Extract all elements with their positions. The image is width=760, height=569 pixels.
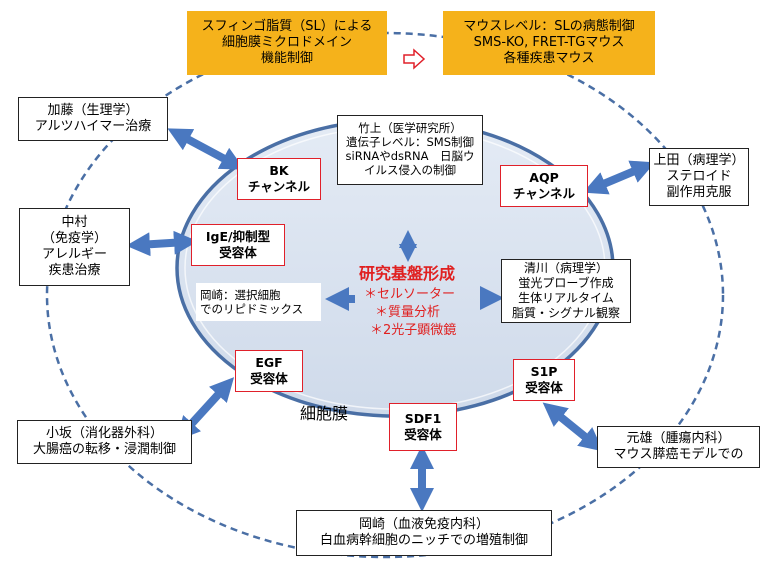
egf-line-1: EGF [255, 355, 283, 371]
sdf1-line-1: SDF1 [404, 411, 442, 427]
center-item-cell-sorter: ＊セルソーター [364, 287, 456, 302]
kosaka-line-2: 大腸癌の転移・浸潤制御 [32, 442, 176, 457]
top-right-box: マウスレベル：SLの病態制御 SMS-KO, FRET-TGマウス 各種疾患マウ… [443, 11, 655, 75]
ige-line-1: IgE/抑制型 [205, 229, 271, 245]
top-left-line-1: スフィンゴ脂質（SL）による [201, 18, 373, 34]
top-left-line-2: 細胞膜ミクロドメイン [221, 34, 352, 50]
cell-membrane-label: 細胞膜 [300, 404, 349, 423]
kiyokawa-line-3: 生体リアルタイム [518, 291, 614, 305]
ueda-line-2: ステロイド [666, 168, 732, 184]
arrow-kato-bk [167, 128, 245, 170]
s1p-receptor-box: S1P 受容体 [513, 359, 575, 401]
motoo-box: 元雄（腫瘍内科） マウス膵癌モデルでの [597, 426, 760, 468]
egf-line-2: 受容体 [250, 371, 288, 386]
motoo-line-2: マウス膵癌モデルでの [613, 447, 744, 462]
kato-box: 加藤（生理学） アルツハイマー治療 [18, 97, 168, 141]
okazaki-inner-box: 岡崎：選択細胞 でのリピドミックス [196, 283, 321, 321]
nakamura-line-1: 中村 [61, 214, 88, 230]
kato-line-2: アルツハイマー治療 [34, 119, 152, 134]
arrow-aqp-ueda [582, 160, 656, 195]
okazaki-inner-line-1: 岡崎：選択細胞 [200, 287, 281, 302]
center-item-mass-spec: ＊質量分析 [375, 305, 441, 320]
okazaki-bottom-line-2: 白血病幹細胞のニッチでの増殖制御 [319, 533, 528, 548]
okazaki-inner-line-2: でのリピドミックス [200, 302, 304, 316]
center-item-microscope: ＊2光子顕微鏡 [370, 323, 457, 338]
nakamura-line-3: アレルギー [41, 247, 107, 262]
nakamura-line-4: 疾患治療 [48, 263, 101, 279]
arrow-s1p-motoo [542, 402, 604, 452]
s1p-line-2: 受容体 [525, 380, 563, 395]
motoo-line-1: 元雄（腫瘍内科） [626, 430, 731, 446]
egf-receptor-box: EGF 受容体 [235, 350, 303, 392]
takegami-line-4: イルス侵入の制御 [364, 162, 456, 177]
top-right-line-2: SMS-KO, FRET-TGマウス [473, 34, 625, 50]
ige-line-2: 受容体 [219, 245, 257, 260]
takegami-line-3: siRNAやdsRNA 日脳ウ [345, 149, 475, 163]
ige-receptor-box: IgE/抑制型 受容体 [191, 224, 285, 266]
top-right-line-1: マウスレベル：SLの病態制御 [463, 18, 635, 34]
aqp-line-1: AQP [529, 170, 559, 186]
nakamura-line-2: （免疫学） [41, 230, 107, 246]
kosaka-line-1: 小坂（消化器外科） [45, 425, 163, 441]
sdf1-receptor-box: SDF1 受容体 [389, 403, 457, 451]
kato-line-1: 加藤（生理学） [47, 102, 139, 118]
arrow-nakamura-ige [126, 230, 198, 257]
ueda-box: 上田（病理学） ステロイド 副作用克服 [649, 148, 749, 206]
kiyokawa-line-4: 脂質・シグナル観察 [511, 306, 620, 320]
bk-line-2: チャンネル [247, 179, 311, 194]
aqp-line-2: チャンネル [512, 186, 576, 201]
ueda-line-3: 副作用克服 [666, 185, 732, 201]
top-right-line-3: 各種疾患マウス [503, 51, 595, 67]
kiyokawa-box: 清川（病理学） 蛍光プローブ作成 生体リアルタイム 脂質・シグナル観察 [501, 259, 631, 323]
okazaki-bottom-box: 岡崎（血液免疫内科） 白血病幹細胞のニッチでの増殖制御 [296, 510, 552, 556]
aqp-channel-box: AQP チャンネル [500, 165, 588, 207]
okazaki-bottom-line-1: 岡崎（血液免疫内科） [358, 516, 489, 532]
hollow-arrow-top [403, 48, 426, 70]
sdf1-line-2: 受容体 [404, 427, 442, 442]
ueda-line-1: 上田（病理学） [653, 152, 745, 168]
s1p-line-1: S1P [530, 364, 558, 380]
center-title: 研究基盤形成 [359, 264, 456, 283]
takegami-box: 竹上（医学研究所） 遺伝子レベル：SMS制御 siRNAやdsRNA 日脳ウ イ… [337, 115, 483, 185]
kiyokawa-line-1: 清川（病理学） [523, 261, 608, 275]
kiyokawa-line-2: 蛍光プローブ作成 [518, 276, 614, 290]
bk-channel-box: BK チャンネル [237, 158, 321, 200]
kosaka-box: 小坂（消化器外科） 大腸癌の転移・浸潤制御 [17, 420, 192, 464]
nakamura-box: 中村 （免疫学） アレルギー 疾患治療 [19, 208, 130, 286]
bk-line-1: BK [269, 163, 289, 179]
top-left-line-3: 機能制御 [260, 51, 313, 67]
top-left-box: スフィンゴ脂質（SL）による 細胞膜ミクロドメイン 機能制御 [187, 11, 387, 75]
takegami-line-2: 遺伝子レベル：SMS制御 [345, 135, 475, 150]
takegami-line-1: 竹上（医学研究所） [358, 121, 462, 136]
